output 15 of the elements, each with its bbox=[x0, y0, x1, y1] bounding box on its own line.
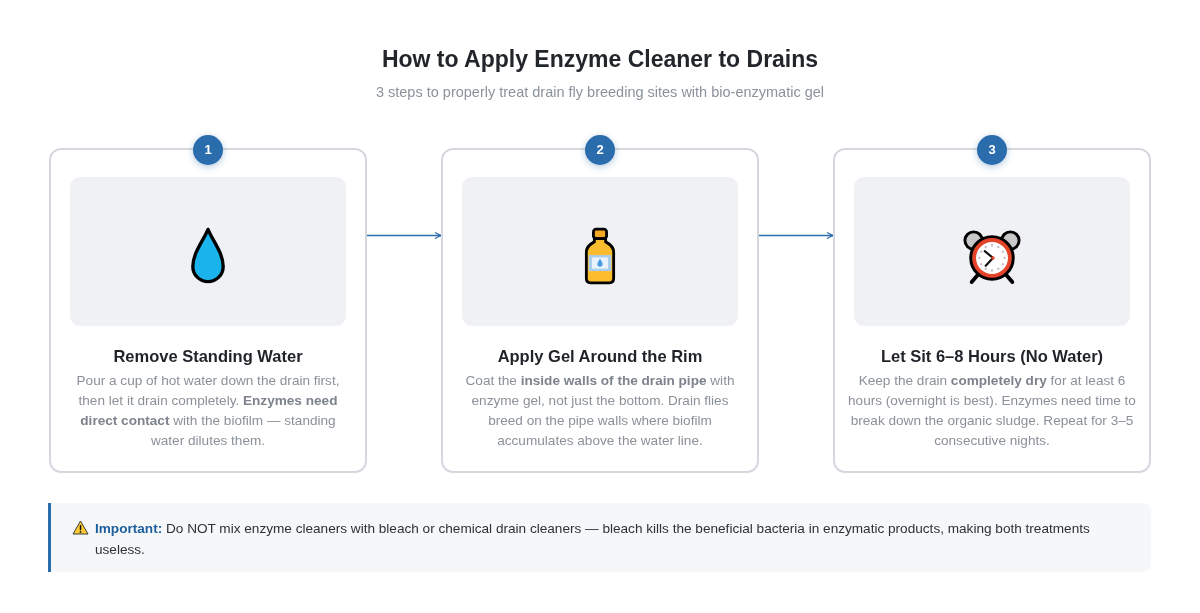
step-number-badge: 3 bbox=[977, 135, 1007, 165]
step-description: Keep the drain completely dry for at least 6 hours (overnight is best). Enzymes need time to break down the organic sludge. Repeat for 3–5 consecutive nights. bbox=[847, 372, 1137, 450]
warning-note-panel bbox=[48, 503, 1151, 572]
step-heading: Apply Gel Around the Rim bbox=[497, 346, 703, 366]
title: How to Apply Enzyme Cleaner to Drains bbox=[381, 45, 819, 74]
step-number-badge: 1 bbox=[193, 135, 223, 165]
arrow bbox=[366, 232, 442, 239]
step-heading: Remove Standing Water bbox=[113, 346, 303, 366]
arrow bbox=[758, 232, 834, 239]
warning-note-text: Important: Do NOT mix enzyme cleaners with bleach or chemical drain cleaners — bleach kills the beneficial bacteria in enzymatic products, making both treatments useless. bbox=[95, 520, 1091, 559]
subtitle: 3 steps to properly treat drain fly breeding sites with bio-enzymatic gel bbox=[375, 83, 825, 101]
step-heading: Let Sit 6–8 Hours (No Water) bbox=[880, 346, 1104, 366]
step-number-badge: 2 bbox=[585, 135, 615, 165]
step-description: Pour a cup of hot water down the drain first, then let it drain completely. Enzymes need direct contact with the biofilm — standing water dilutes them. bbox=[75, 372, 341, 450]
step-description: Coat the inside walls of the drain pipe with enzyme gel, not just the bottom. Drain flies breed on the pipe walls where biofilm accumulates above the water line. bbox=[464, 372, 736, 450]
